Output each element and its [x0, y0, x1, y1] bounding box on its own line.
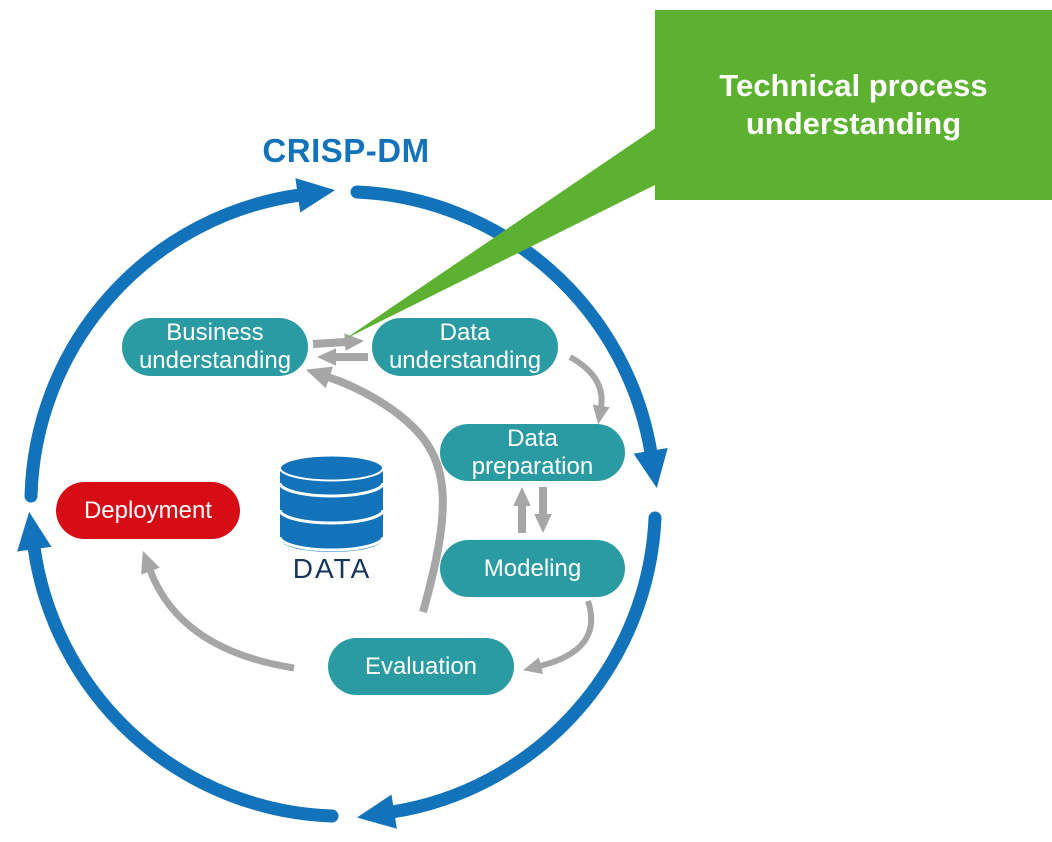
stage-label: Data preparation	[471, 424, 594, 480]
cycle-arc-top-to-right-arrow	[350, 185, 668, 488]
arrow-evaluation-to-deployment	[141, 550, 295, 672]
stage-modeling: Modeling	[440, 540, 625, 597]
stage-label: Evaluation	[364, 652, 478, 680]
stage-data-understanding: Data understanding	[372, 318, 558, 376]
stage-business-understanding: Business understanding	[122, 318, 308, 376]
arrow-data-understanding-to-preparation	[568, 354, 610, 425]
cycle-arc-left-to-top-arrow	[24, 178, 336, 503]
callout-label: Technical process understanding	[719, 68, 988, 141]
data-store-label: DATA	[292, 553, 372, 584]
stage-evaluation: Evaluation	[328, 638, 514, 695]
stage-label: Data understanding	[388, 319, 542, 374]
stage-deployment: Deployment	[56, 482, 240, 539]
stage-label: Deployment	[83, 496, 213, 524]
database-icon	[278, 454, 385, 552]
stage-data-preparation: Data preparation	[440, 424, 625, 481]
stage-label: Business understanding	[138, 319, 292, 374]
callout-box: Technical process understanding	[655, 10, 1052, 200]
cycle-arc-right-to-bottom-arrow	[356, 511, 662, 829]
diagram-title: CRISP-DM	[262, 132, 430, 169]
cycle-arc-bottom-to-left-arrow	[17, 511, 339, 823]
callout-pointer-wedge	[345, 127, 657, 339]
stage-label: Modeling	[483, 554, 582, 582]
arrow-evaluation-to-business-understanding	[305, 366, 447, 614]
arrow-modeling-to-evaluation	[523, 600, 595, 675]
arrow-business-to-data-understanding	[312, 333, 365, 351]
